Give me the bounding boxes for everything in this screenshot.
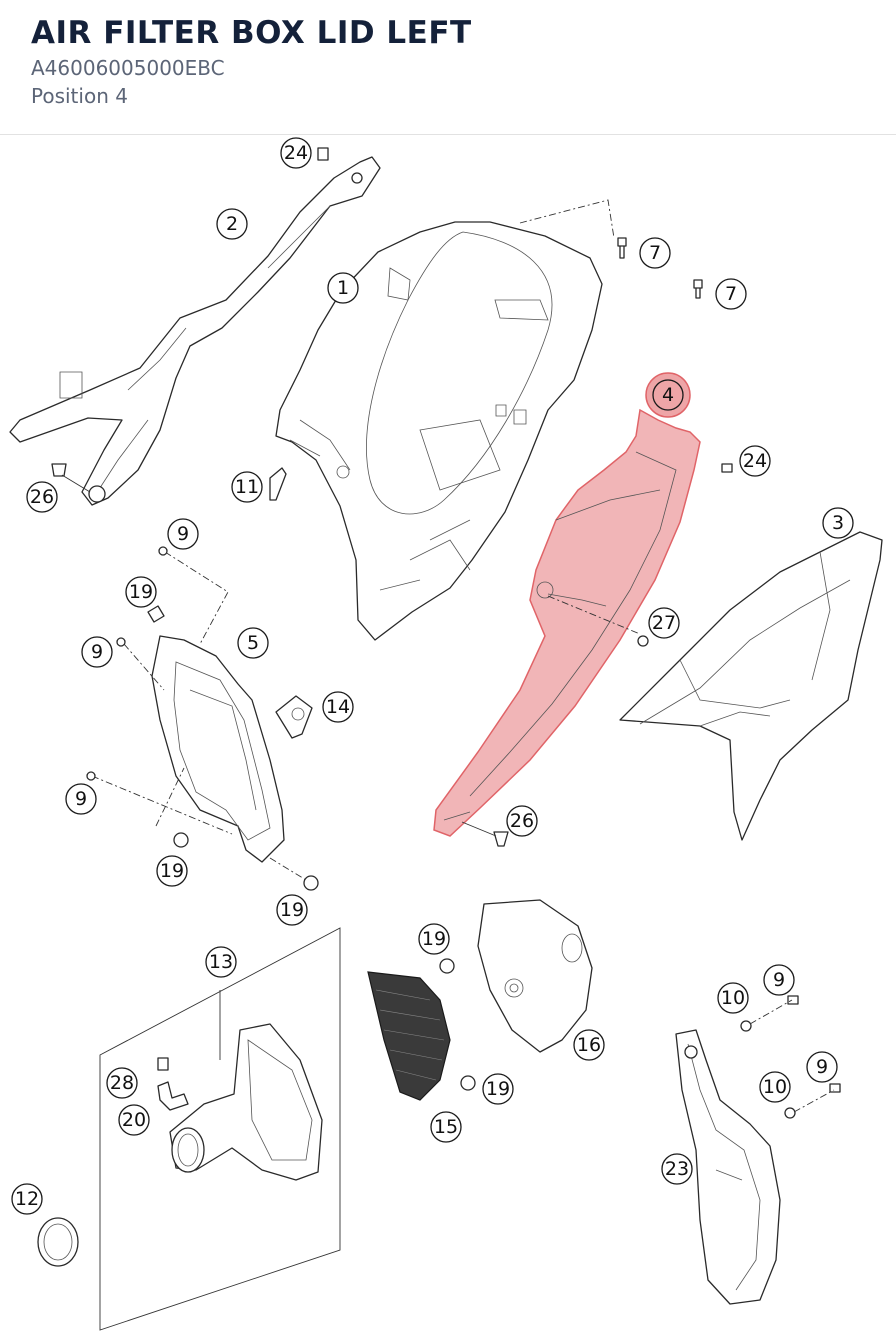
svg-text:24: 24 — [284, 142, 308, 164]
callout-15[interactable]: 15 — [430, 1111, 462, 1143]
svg-text:23: 23 — [665, 1158, 689, 1180]
svg-text:9: 9 — [773, 969, 785, 991]
svg-text:24: 24 — [743, 450, 767, 472]
callout-26-right[interactable]: 26 — [506, 805, 538, 837]
callout-19-d[interactable]: 19 — [418, 923, 450, 955]
svg-text:7: 7 — [649, 242, 661, 264]
callout-19-c[interactable]: 19 — [276, 894, 308, 926]
svg-text:19: 19 — [129, 581, 153, 603]
part-12-clamp — [37, 1217, 79, 1267]
svg-text:9: 9 — [91, 641, 103, 663]
part-3-side-cover — [619, 531, 883, 841]
svg-text:9: 9 — [177, 523, 189, 545]
callout-20[interactable]: 20 — [118, 1104, 150, 1136]
part-5-intake-frame — [151, 635, 285, 863]
svg-text:19: 19 — [422, 928, 446, 950]
part-23-bracket — [675, 1020, 796, 1305]
part-15-filter-screen — [367, 971, 451, 1101]
svg-text:12: 12 — [15, 1188, 39, 1210]
screws-9 — [86, 546, 841, 1093]
svg-text:9: 9 — [75, 788, 87, 810]
leader-26-right — [461, 821, 497, 837]
svg-text:19: 19 — [160, 860, 184, 882]
callout-24-right[interactable]: 24 — [739, 445, 771, 477]
part-14-sensor — [275, 695, 313, 739]
svg-text:26: 26 — [30, 486, 54, 508]
callout-7-b[interactable]: 7 — [715, 278, 747, 310]
callout-7-a[interactable]: 7 — [639, 237, 671, 269]
svg-text:27: 27 — [652, 612, 676, 634]
svg-text:14: 14 — [326, 696, 350, 718]
leader-26-left — [61, 474, 91, 493]
callout-11[interactable]: 11 — [231, 471, 263, 503]
svg-text:9: 9 — [816, 1056, 828, 1078]
part-16-filter-cover — [477, 899, 593, 1053]
callout-1[interactable]: 1 — [327, 272, 359, 304]
callout-28[interactable]: 28 — [106, 1067, 138, 1099]
callout-5[interactable]: 5 — [237, 627, 269, 659]
svg-text:7: 7 — [725, 283, 737, 305]
svg-text:19: 19 — [280, 899, 304, 921]
part-2-side-rail — [9, 156, 381, 506]
grommets-19 — [147, 605, 476, 1091]
callout-23[interactable]: 23 — [661, 1153, 693, 1185]
svg-text:10: 10 — [721, 987, 745, 1009]
leader-part-5-screws — [91, 551, 307, 881]
callout-10-b[interactable]: 10 — [759, 1071, 791, 1103]
leader-part-23-screws — [749, 999, 835, 1113]
callout-10-a[interactable]: 10 — [717, 982, 749, 1014]
screws-7 — [617, 237, 703, 299]
svg-text:1: 1 — [337, 277, 349, 299]
callout-9-a[interactable]: 9 — [167, 518, 199, 550]
callout-12[interactable]: 12 — [11, 1183, 43, 1215]
svg-text:5: 5 — [247, 632, 259, 654]
svg-text:4: 4 — [662, 384, 674, 406]
svg-text:13: 13 — [209, 951, 233, 973]
callout-2[interactable]: 2 — [216, 208, 248, 240]
page-header: AIR FILTER BOX LID LEFT A46006005000EBC … — [0, 0, 896, 135]
svg-text:2: 2 — [226, 213, 238, 235]
diagram-canvas: 2 24 1 7 7 4 24 26 11 3 9 19 27 5 9 14 9… — [9, 137, 883, 1331]
svg-text:11: 11 — [235, 476, 259, 498]
callout-9-e[interactable]: 9 — [806, 1051, 838, 1083]
callout-26-left[interactable]: 26 — [26, 481, 58, 513]
part-11-clip — [269, 467, 287, 501]
callout-14[interactable]: 14 — [322, 691, 354, 723]
svg-text:10: 10 — [763, 1076, 787, 1098]
exploded-parts-diagram: 2 24 1 7 7 4 24 26 11 3 9 19 27 5 9 14 9… — [0, 135, 896, 1335]
callout-27[interactable]: 27 — [648, 607, 680, 639]
svg-text:20: 20 — [122, 1109, 146, 1131]
part-1-air-filter-box — [275, 221, 603, 641]
svg-text:15: 15 — [434, 1116, 458, 1138]
callout-24-top[interactable]: 24 — [280, 137, 312, 169]
leader-part-1-to-7 — [519, 199, 615, 239]
callout-13[interactable]: 13 — [205, 946, 237, 978]
svg-text:16: 16 — [577, 1034, 601, 1056]
callout-9-d[interactable]: 9 — [763, 964, 795, 996]
svg-text:3: 3 — [832, 512, 844, 534]
part-4-air-filter-box-lid-left — [433, 408, 701, 837]
svg-text:19: 19 — [486, 1078, 510, 1100]
callout-19-b[interactable]: 19 — [156, 855, 188, 887]
svg-text:28: 28 — [110, 1072, 134, 1094]
position-label: Position 4 — [31, 84, 128, 108]
page-title: AIR FILTER BOX LID LEFT — [31, 15, 472, 51]
callout-3[interactable]: 3 — [822, 507, 854, 539]
callout-19-a[interactable]: 19 — [125, 576, 157, 608]
part-number: A46006005000EBC — [31, 56, 225, 80]
callout-4-highlighted[interactable]: 4 — [645, 372, 691, 418]
part-13-intake-assembly — [99, 927, 341, 1331]
fasteners-near-lid — [51, 147, 733, 847]
callout-9-c[interactable]: 9 — [65, 783, 97, 815]
callout-9-b[interactable]: 9 — [81, 636, 113, 668]
callout-19-e[interactable]: 19 — [482, 1073, 514, 1105]
svg-text:26: 26 — [510, 810, 534, 832]
leader-part-4-to-27 — [547, 595, 641, 635]
callout-16[interactable]: 16 — [573, 1029, 605, 1061]
